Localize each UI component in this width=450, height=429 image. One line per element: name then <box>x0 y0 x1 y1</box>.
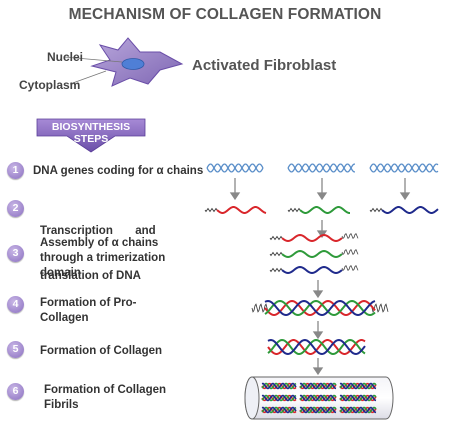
cytoplasm-label: Cytoplasm <box>19 78 81 92</box>
fibril-strand <box>261 406 297 414</box>
step-6-line2: Fibrils <box>44 399 79 411</box>
fibril-strand <box>299 394 337 402</box>
banner-line2: STEPS <box>73 133 109 145</box>
step-3-line2: through a trimerization <box>40 252 166 264</box>
step-5-text: Formation of Collagen <box>40 344 162 359</box>
fibril-strand <box>339 382 377 390</box>
alpha-chain <box>299 206 350 214</box>
alpha-chain <box>281 265 343 275</box>
alpha-chain <box>281 249 343 259</box>
trimerization-domain <box>341 232 359 240</box>
procollagen-strand <box>264 299 376 317</box>
fibril-strand <box>299 406 337 414</box>
step-3-line1: Assembly of α chains <box>40 237 159 249</box>
chain-tail <box>204 207 218 213</box>
banner-line1: BIOSYNTHESIS <box>51 121 131 133</box>
mrna-chains <box>204 206 439 214</box>
down-arrow-6 <box>312 358 324 376</box>
procollagen-helix <box>251 299 389 317</box>
dna-strand <box>369 163 439 173</box>
procollagen-strand <box>264 299 376 317</box>
fibril-strand <box>339 394 377 402</box>
collagen-helix <box>267 338 366 356</box>
collagen-strand <box>267 338 366 356</box>
dna-helices <box>206 163 439 173</box>
fibril-strand <box>299 382 337 390</box>
fibril-strand <box>339 406 377 414</box>
step-2-line1: Transcription and <box>40 225 156 237</box>
fibril-strand <box>261 394 297 402</box>
fibril-strand <box>299 394 337 402</box>
collagen-strand <box>267 339 366 355</box>
step-6-line1: Formation of Collagen <box>44 384 167 396</box>
alpha-chain-assembly <box>269 232 359 275</box>
step-3-line3: domain <box>40 267 81 279</box>
step-6-badge: 6 <box>7 383 24 400</box>
step-1-line1: DNA genes coding for α chains <box>33 165 204 177</box>
step-1-badge: 1 <box>7 162 24 179</box>
alpha-chain <box>281 233 343 243</box>
chain-tail <box>369 207 383 213</box>
chain-tail <box>269 267 283 273</box>
trimerization-domain <box>341 248 359 256</box>
fibril-strand <box>339 382 377 390</box>
step-5-badge: 5 <box>7 341 24 358</box>
trimerization-domain <box>341 264 359 272</box>
step-4-badge: 4 <box>7 296 24 313</box>
alpha-chain <box>216 206 267 214</box>
fibril-strand <box>299 382 337 390</box>
alpha-chain <box>381 206 439 214</box>
fibril-strand <box>339 406 377 414</box>
nuclei-pointer <box>63 56 123 63</box>
step-6-text: Formation of Collagen Fibrils <box>44 383 166 413</box>
dna-strand <box>287 163 355 173</box>
step-4-text: Formation of Pro- Collagen <box>40 296 136 326</box>
step-2-text: Transcription and translation of DNA <box>40 194 156 299</box>
nuclei-label: Nuclei <box>47 50 84 64</box>
step-3-text: Assembly of α chains through a trimeriza… <box>40 236 165 281</box>
down-arrows-row1 <box>229 178 411 201</box>
step-5-line1: Formation of Collagen <box>40 345 163 357</box>
procollagen-strand <box>264 299 376 317</box>
banner-text: BIOSYNTHESIS STEPS <box>36 121 146 145</box>
down-arrow-4 <box>312 280 324 299</box>
step-4-line1: Formation of Pro- <box>40 297 137 309</box>
dna-strand <box>206 163 264 173</box>
cytoplasm-pointer <box>69 70 107 85</box>
chain-tail <box>269 235 283 241</box>
fibril-strand <box>339 394 377 402</box>
collagen-fibril <box>244 376 394 420</box>
diagram-title: MECHANISM OF COLLAGEN FORMATION <box>68 6 382 23</box>
chain-tail <box>269 251 283 257</box>
fibroblast-label: Activated Fibroblast <box>192 57 337 74</box>
step-1-text: DNA genes coding for α chains <box>33 164 203 179</box>
step-3-badge: 3 <box>7 245 24 262</box>
down-arrow-5 <box>312 321 324 340</box>
propeptide <box>251 303 269 313</box>
step-4-line2: Collagen <box>40 312 89 324</box>
step-2-badge: 2 <box>7 200 24 217</box>
step-2-line2: translation of DNA <box>40 270 141 282</box>
chain-tail <box>287 207 301 213</box>
dna-strand <box>369 163 439 173</box>
propeptide <box>371 303 389 313</box>
fibril-strand <box>299 406 337 414</box>
nucleus <box>121 58 145 70</box>
fibril-strand <box>261 382 297 390</box>
biosynthesis-banner <box>36 118 146 153</box>
fibroblast-cell <box>90 37 184 87</box>
